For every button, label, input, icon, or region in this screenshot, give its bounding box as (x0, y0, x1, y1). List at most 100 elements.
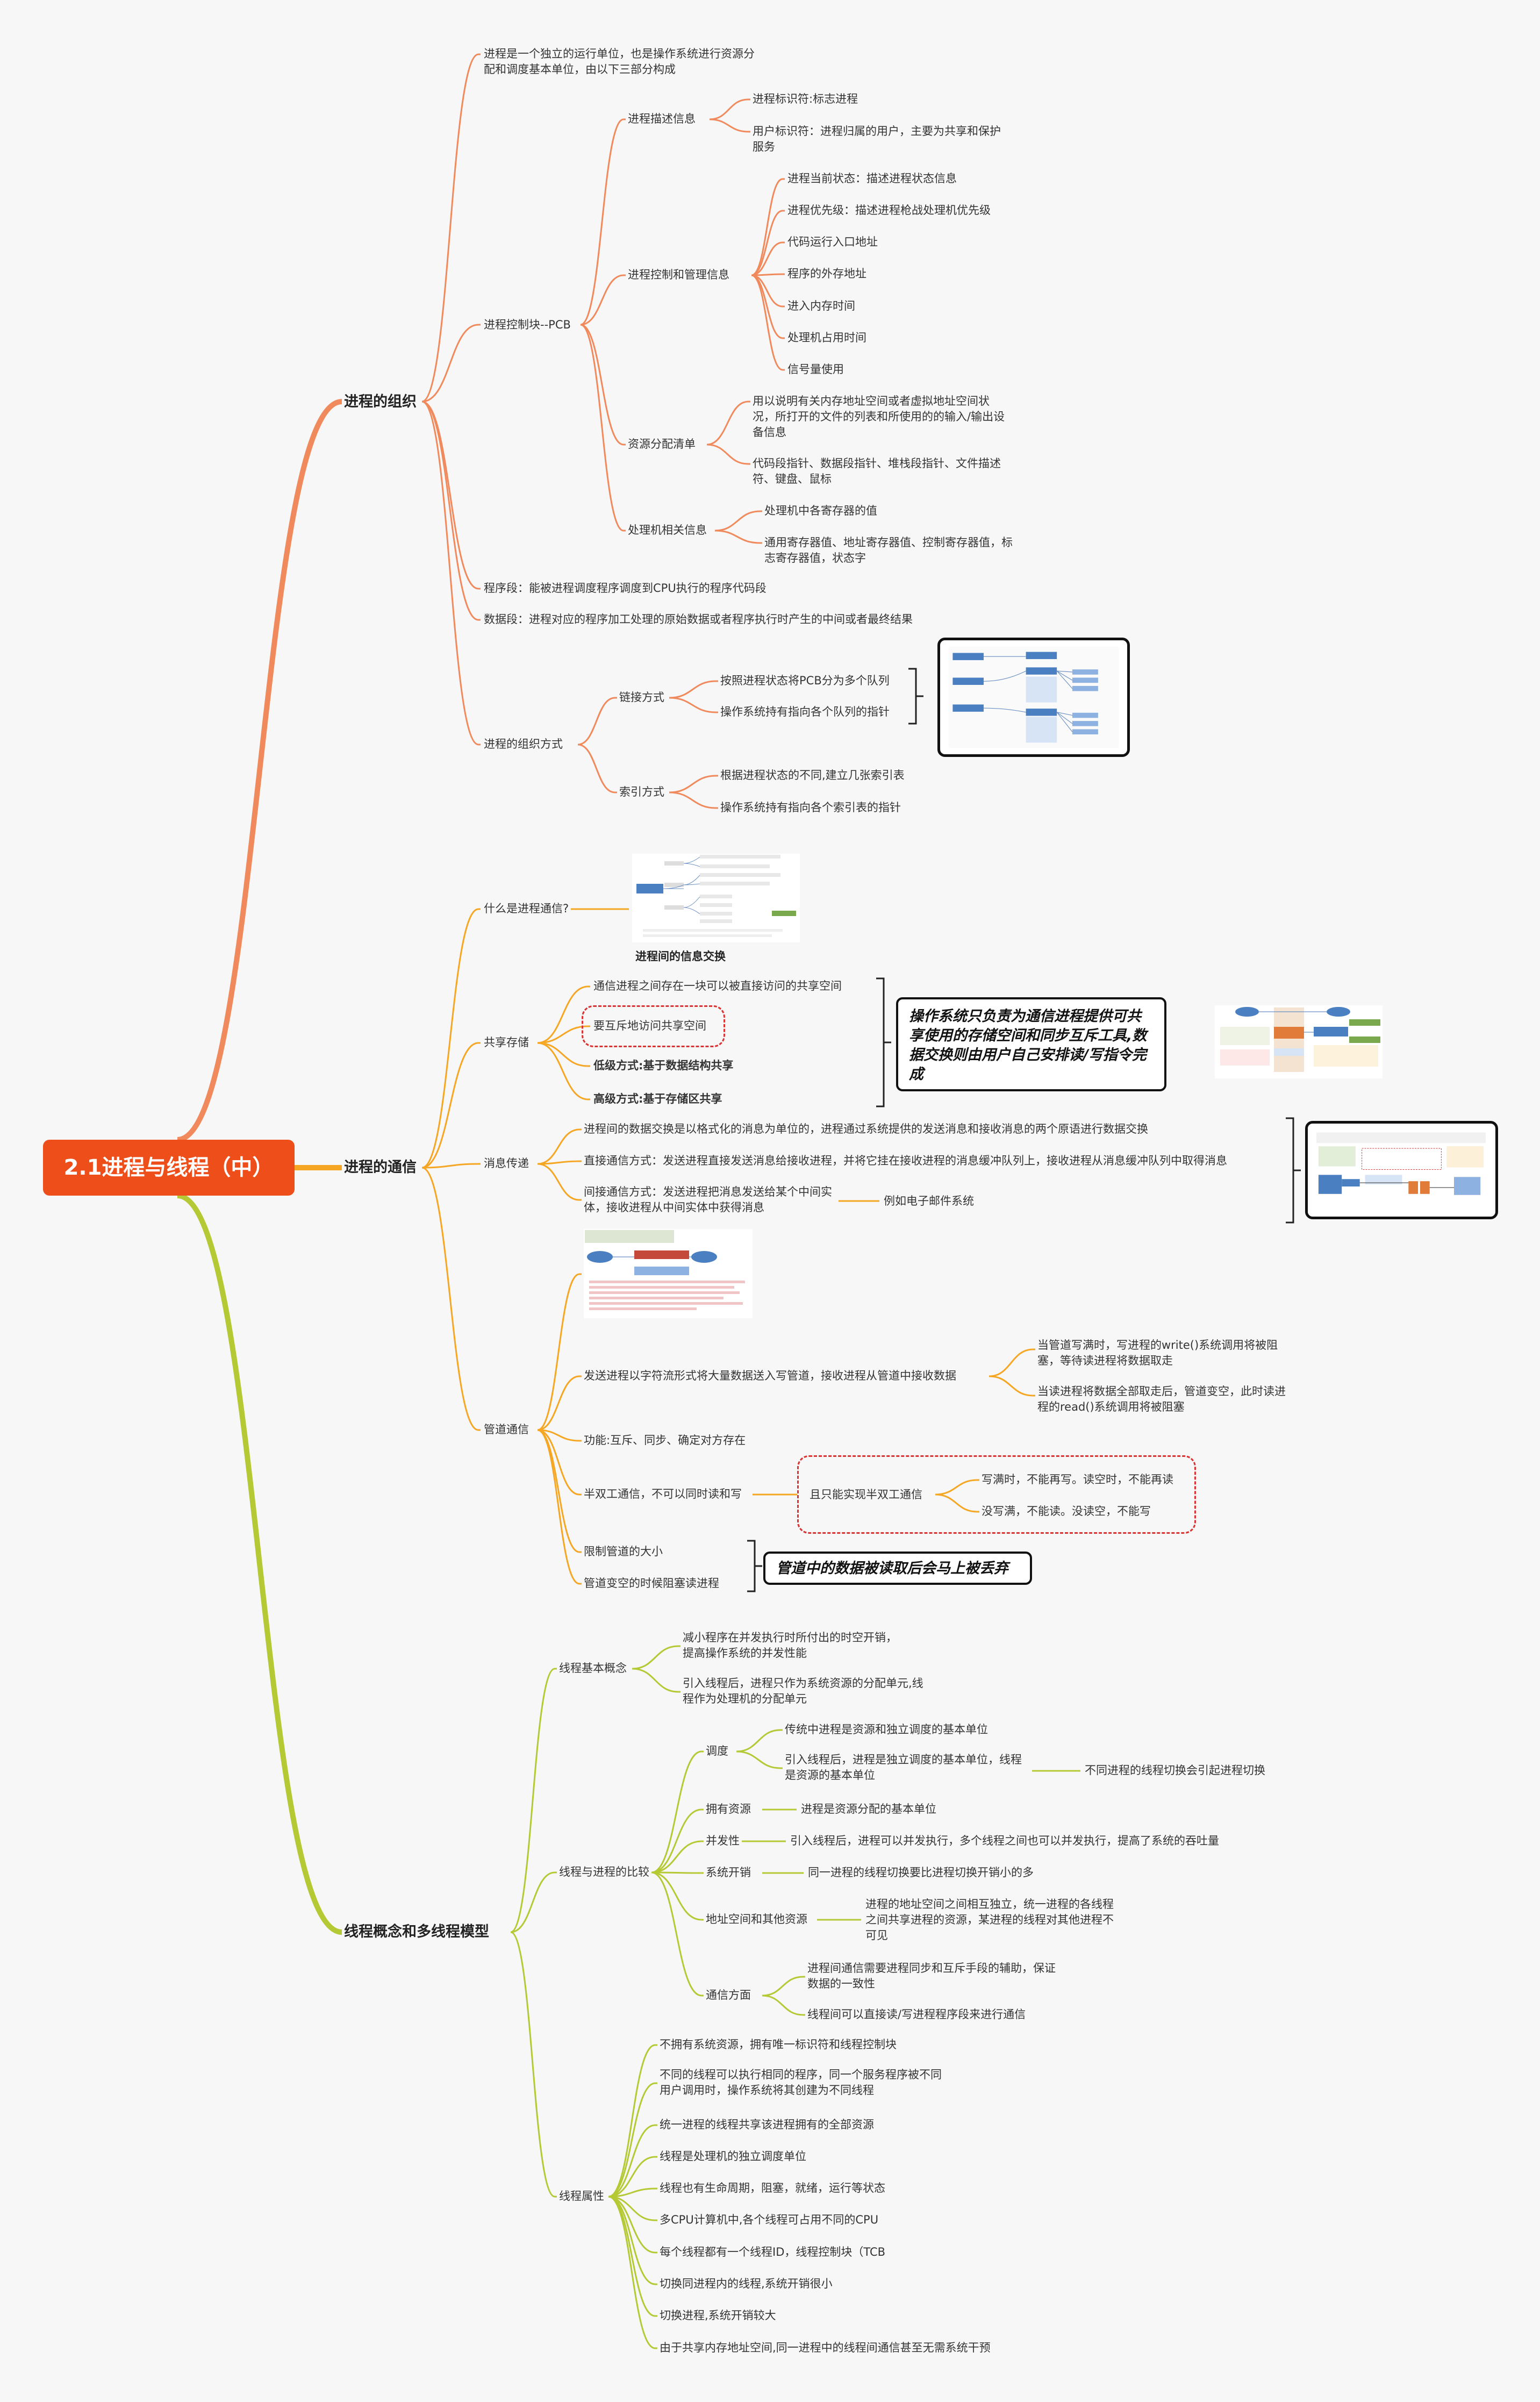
bracket (908, 668, 923, 725)
root-link-thread (177, 1193, 342, 1935)
thread-concept[interactable]: 线程基本概念 (559, 1662, 627, 1675)
thread-compare[interactable]: 线程与进程的比较 (559, 1865, 649, 1878)
connector (577, 697, 615, 746)
connector (577, 744, 615, 793)
connector (651, 1808, 702, 1874)
connector (751, 178, 783, 276)
connector (706, 444, 749, 465)
connector (669, 697, 717, 713)
org-res-item: 用以说明有关内存地址空间或者虚拟地址空间状况，所打开的文件的列表和所使用的的输入… (753, 395, 1005, 439)
connector (421, 53, 479, 403)
connector (709, 98, 749, 120)
comm-msg-example: 例如电子邮件系统 (884, 1195, 974, 1207)
org-cpu-item: 通用寄存器值、地址寄存器值、控制寄存器值，标志寄存器值，状态字 (764, 536, 1013, 564)
connector (421, 1163, 479, 1169)
connector (762, 1994, 804, 2016)
connector (510, 1931, 555, 2198)
comm-pipe-send-item: 当读进程将数据全部取走后，管道变空，此时读进程的read()系统调用将被阻塞 (1037, 1385, 1286, 1413)
comm-msg[interactable]: 消息传递 (484, 1157, 529, 1170)
connector (751, 241, 783, 276)
connector (421, 401, 479, 590)
org-desc-item: 用户标识符：进程归属的用户，主要为共享和保护服务 (753, 125, 1001, 153)
connector (537, 1273, 580, 1431)
org-cpu-item: 处理机中各寄存器的值 (764, 504, 877, 517)
org-data-segment: 数据段：进程对应的程序加工处理的原始数据或者程序执行时产生的中间或者最终结果 (484, 613, 913, 626)
thread-concept-item: 减小程序在并发执行时所付出的时空开销，提高操作系统的并发性能 (683, 1631, 897, 1660)
org-index-way[interactable]: 索引方式 (619, 785, 664, 798)
org-pcb[interactable]: 进程控制块--PCB (484, 318, 571, 331)
comm-shared[interactable]: 共享存储 (484, 1036, 529, 1049)
org-desc[interactable]: 进程描述信息 (628, 112, 696, 125)
org-ctrl-item: 进入内存时间 (787, 299, 855, 312)
shared-storage-note: 操作系统只负责为通信进程提供可共享使用的存储空间和同步互斥工具,数据交换则由用户… (896, 997, 1166, 1091)
comm-pipe-func: 功能:互斥、同步、确定对方存在 (584, 1434, 746, 1447)
connector (537, 1375, 580, 1431)
comm-pipe-half-sub: 且只能实现半双工通信 (810, 1488, 922, 1501)
org-desc-item: 进程标识符:标志进程 (753, 92, 858, 105)
org-ctrl-item: 代码运行入口地址 (787, 235, 878, 248)
connector (421, 908, 479, 1169)
comm-what[interactable]: 什么是进程通信? (484, 902, 569, 915)
org-ctrl-item: 程序的外存地址 (787, 267, 866, 280)
connector (714, 510, 761, 532)
bracket (747, 1540, 762, 1592)
root-node[interactable]: 2.1进程与线程（中） (43, 1140, 295, 1196)
org-intro: 进程是一个独立的运行单位，也是操作系统进行资源分配和调度基本单位，由以下三部分构… (484, 47, 755, 76)
thread-comm[interactable]: 通信方面 (706, 1989, 751, 2001)
link-queue-diagram-image (937, 638, 1130, 757)
pipe-communication-diagram-image (584, 1229, 753, 1318)
connector (580, 274, 624, 326)
comm-pipe-half-item: 写满时，不能再写。读空时，不能再读 (982, 1473, 1173, 1486)
org-way[interactable]: 进程的组织方式 (484, 738, 563, 750)
shared-dashed-box (582, 1005, 725, 1047)
connector (537, 1429, 580, 1553)
branch-thread-model[interactable]: 线程概念和多线程模型 (344, 1924, 489, 1940)
thread-overhead-item: 同一进程的线程切换要比进程切换开销小的多 (808, 1866, 1034, 1879)
thread-attr-item: 统一进程的线程共享该进程拥有的全部资源 (660, 2118, 874, 2131)
comm-pipe[interactable]: 管道通信 (484, 1423, 529, 1436)
comm-msg-item: 间接通信方式：发送进程把消息发送给某个中间实体，接收进程从中间实体中获得消息 (584, 1185, 832, 1214)
thread-overhead[interactable]: 系统开销 (706, 1866, 751, 1879)
thread-concurrency[interactable]: 并发性 (706, 1834, 740, 1847)
connector (608, 2187, 656, 2198)
thread-addr-item: 进程的地址空间之间相互独立，统一进程的各线程之间共享进程的资源，某进程的线程对其… (865, 1898, 1114, 1942)
thread-attr[interactable]: 线程属性 (559, 2190, 604, 2203)
connector (537, 1160, 580, 1165)
connector (608, 2196, 656, 2221)
thread-sched[interactable]: 调度 (706, 1745, 728, 1757)
connector (537, 1163, 580, 1201)
process-info-exchange-caption: 进程间的信息交换 (635, 950, 726, 963)
org-ctrl-item: 进程当前状态：描述进程状态信息 (787, 172, 957, 185)
branch-process-communication[interactable]: 进程的通信 (344, 1159, 417, 1176)
org-link-way[interactable]: 链接方式 (619, 691, 664, 704)
connector (537, 1042, 589, 1067)
connector (608, 2196, 656, 2349)
connector (608, 2082, 656, 2198)
connector (669, 775, 717, 793)
comm-pipe-half-item: 没写满，不能读。没读空，不能写 (982, 1505, 1151, 1518)
process-info-exchange-image (632, 854, 800, 942)
connector (537, 1429, 580, 1585)
org-res[interactable]: 资源分配清单 (628, 438, 696, 451)
org-link-item: 操作系统持有指向各个队列的指针 (720, 705, 890, 718)
connector (608, 2124, 656, 2198)
comm-shared-item: 高级方式:基于存储区共享 (593, 1092, 722, 1105)
connector (421, 1042, 479, 1169)
connector (580, 324, 624, 532)
branch-process-organization[interactable]: 进程的组织 (344, 394, 417, 410)
thread-attr-item: 不拥有系统资源，拥有唯一标识符和线程控制块 (660, 2038, 897, 2051)
thread-own[interactable]: 拥有资源 (706, 1803, 751, 1815)
connector (537, 1128, 580, 1165)
org-ctrl[interactable]: 进程控制和管理信息 (628, 268, 729, 281)
connector (632, 1668, 679, 1693)
thread-addr[interactable]: 地址空间和其他资源 (706, 1913, 807, 1926)
comm-shared-item: 低级方式:基于数据结构共享 (593, 1059, 734, 1072)
org-cpu[interactable]: 处理机相关信息 (628, 524, 707, 537)
connector (669, 680, 717, 699)
connector (421, 401, 479, 621)
connector (580, 118, 624, 326)
comm-pipe-size: 限制管道的大小 (584, 1545, 663, 1558)
thread-attr-item: 切换进程,系统开销较大 (660, 2309, 776, 2322)
connector (651, 1871, 702, 1874)
